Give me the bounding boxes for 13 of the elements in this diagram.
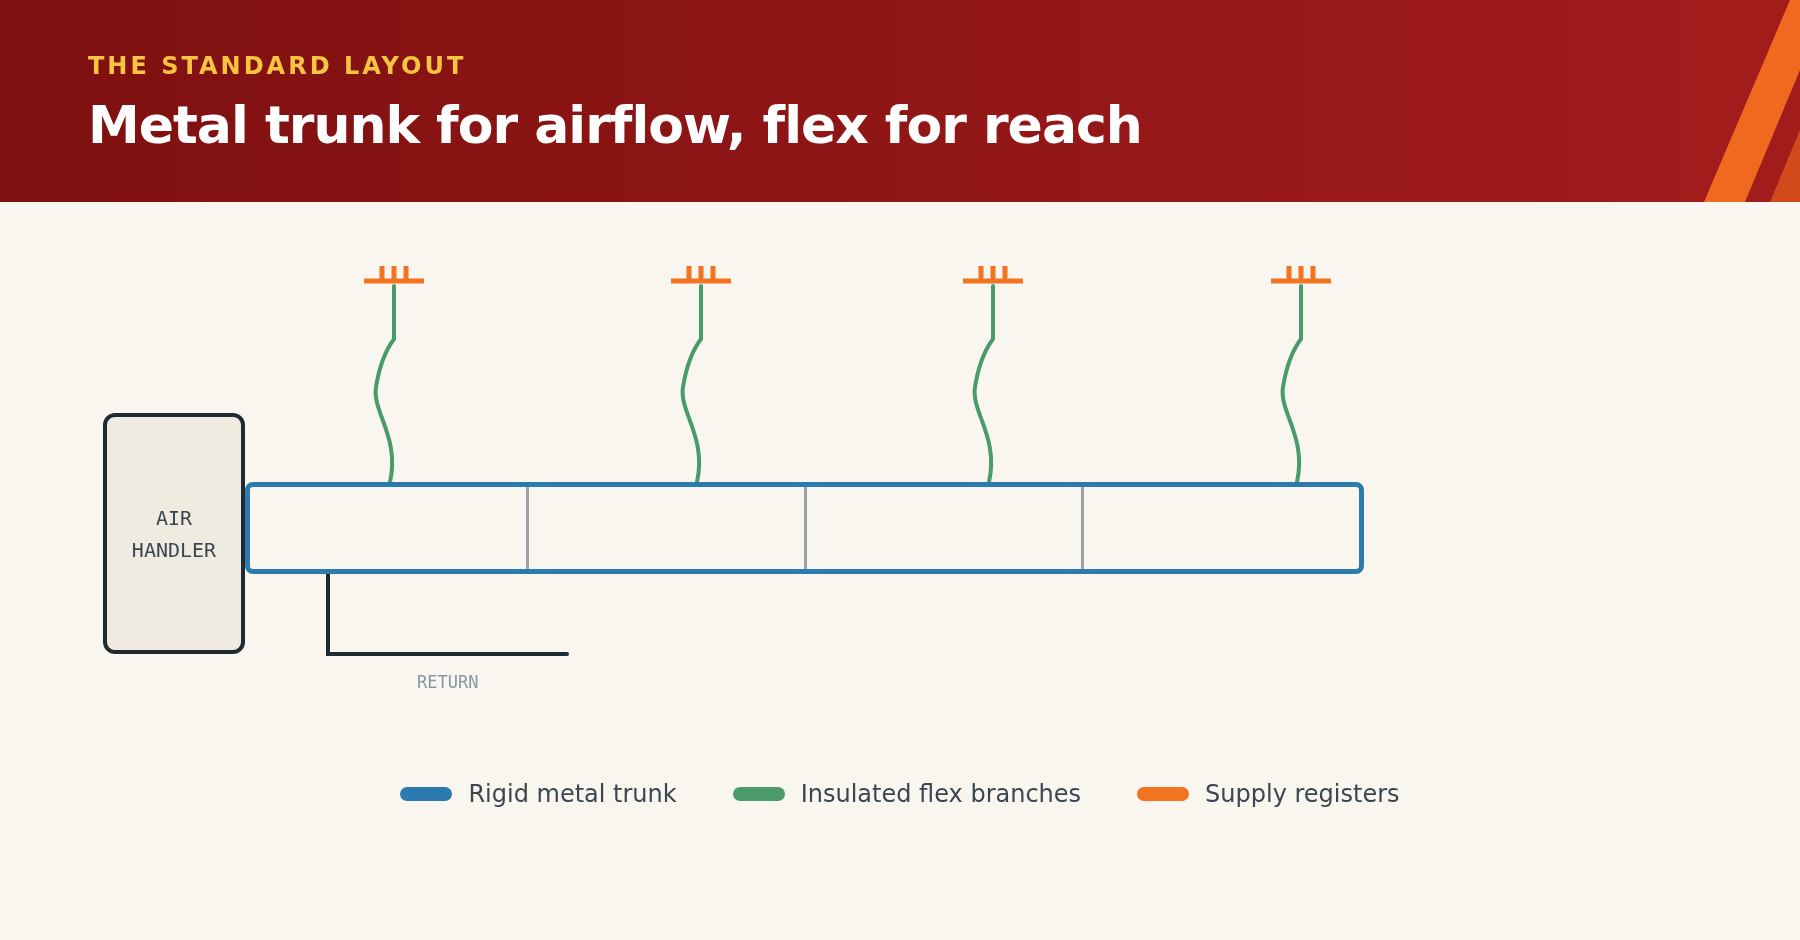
kicker-text: THE STANDARD LAYOUT (88, 52, 467, 80)
return-duct-line (326, 572, 569, 656)
flex-duct-line (1280, 284, 1303, 484)
equipment-label: AIR HANDLER (130, 504, 218, 564)
legend-text: Insulated flex branches (800, 780, 1082, 808)
trunk-duct (245, 482, 1364, 574)
equipment-box (103, 413, 245, 654)
flex-duct-line (373, 284, 396, 484)
legend-text: Supply registers (1205, 780, 1400, 808)
title: Metal trunk for airflow, flex for reach (88, 95, 1142, 155)
flex-duct-line (680, 284, 703, 484)
legend-text: Rigid metal trunk (468, 780, 677, 808)
flex-duct-line (972, 284, 995, 484)
